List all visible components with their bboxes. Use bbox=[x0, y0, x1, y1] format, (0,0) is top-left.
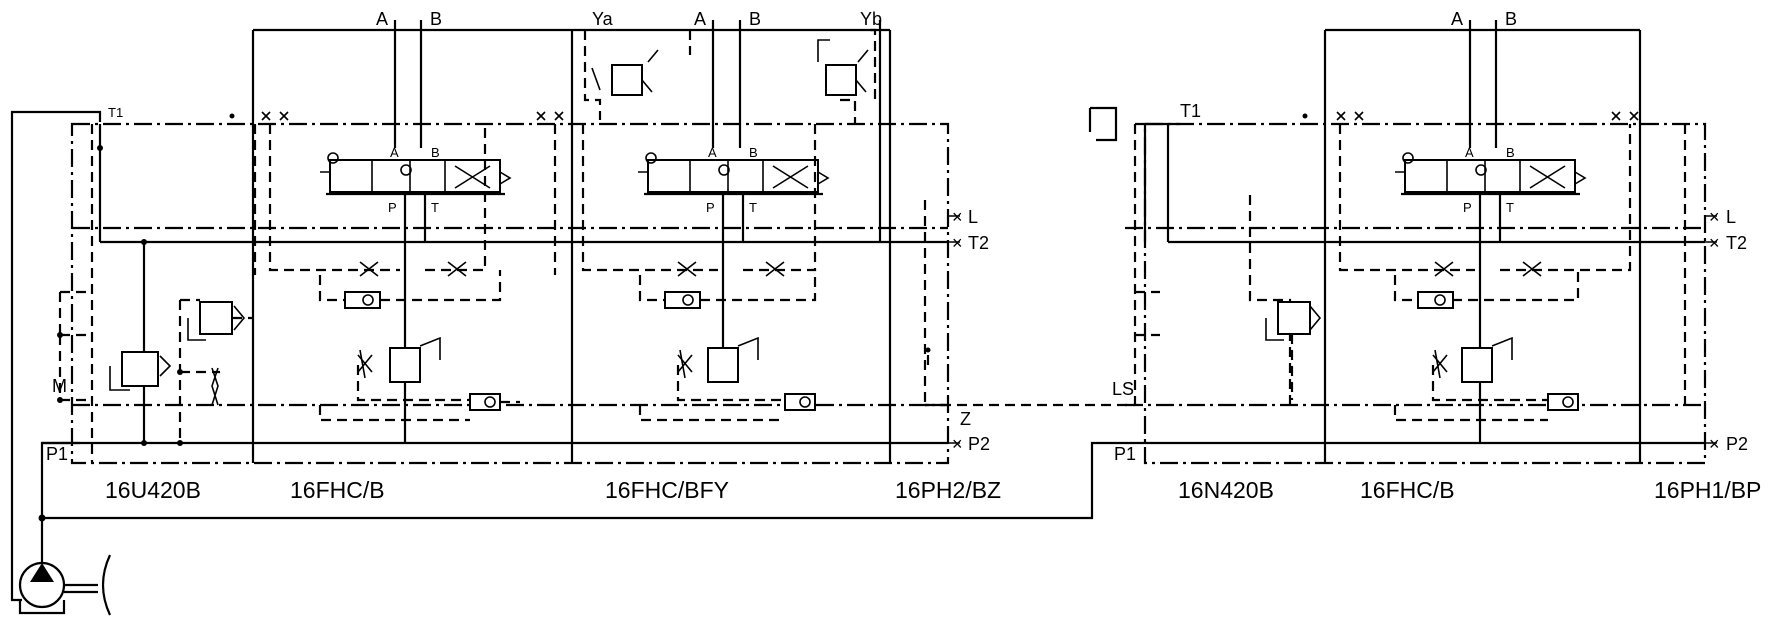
port-b-label-section-1: B bbox=[430, 9, 442, 29]
port-a-label-section-2: A bbox=[694, 9, 706, 29]
port-b-label-section-3: B bbox=[1505, 9, 1517, 29]
spool-p-label-section-2: P bbox=[706, 200, 715, 215]
spool-t-label-section-1: T bbox=[431, 200, 439, 215]
port-ls-label: LS bbox=[1112, 379, 1134, 399]
port-yb-label: Yb bbox=[860, 9, 882, 29]
tank-return-line-left bbox=[10, 110, 102, 602]
plug-mark-p2-left: × bbox=[952, 434, 963, 454]
spool-t-label-section-3: T bbox=[1506, 200, 1514, 215]
port-l-label-right: L bbox=[1726, 207, 1736, 227]
spool-b-label-section-3: B bbox=[1506, 145, 1515, 160]
plug-mark-t2-right: × bbox=[1709, 233, 1720, 253]
plug-marks-left bbox=[229, 111, 564, 121]
port-p1-label-left: P1 bbox=[46, 444, 68, 464]
spool-a-label-section-1: A bbox=[390, 145, 399, 160]
spool-b-label-section-1: B bbox=[431, 145, 440, 160]
module-label-16ph1-bp: 16PH1/BP bbox=[1654, 477, 1761, 503]
port-t1-label-left: T1 bbox=[108, 105, 123, 120]
spool-a-label-section-2: A bbox=[708, 145, 717, 160]
pump-symbol bbox=[18, 554, 111, 616]
module-label-16u420b: 16U420B bbox=[105, 477, 201, 503]
port-p1-label-right: P1 bbox=[1114, 444, 1136, 464]
module-label-16fhc-bfy: 16FHC/BFY bbox=[605, 477, 729, 503]
spool-a-label-section-3: A bbox=[1465, 145, 1474, 160]
port-t2-label-right: T2 bbox=[1726, 233, 1747, 253]
port-p2-label-left: P2 bbox=[968, 434, 990, 454]
port-ya-label: Ya bbox=[592, 9, 614, 29]
module-label-16ph2-bz: 16PH2/BZ bbox=[895, 477, 1001, 503]
port-a-label-section-3: A bbox=[1451, 9, 1463, 29]
spool-b-label-section-2: B bbox=[749, 145, 758, 160]
plug-mark-l-right: × bbox=[1709, 207, 1720, 227]
plug-marks-right bbox=[1302, 111, 1639, 121]
module-label-16fhc-b-left: 16FHC/B bbox=[290, 477, 385, 503]
port-t2-label-left: T2 bbox=[968, 233, 989, 253]
right-valve-block bbox=[1088, 20, 1717, 465]
port-a-label-section-1: A bbox=[376, 9, 388, 29]
pump-to-right-inlet-line bbox=[42, 441, 1145, 520]
port-t1-label-right: T1 bbox=[1180, 101, 1201, 121]
plug-mark-t2-left: × bbox=[952, 233, 963, 253]
port-z-label: Z bbox=[960, 409, 971, 429]
port-p2-label-right: P2 bbox=[1726, 434, 1748, 454]
spool-t-label-section-2: T bbox=[749, 200, 757, 215]
left-valve-block bbox=[42, 20, 960, 465]
module-label-16n420b: 16N420B bbox=[1178, 477, 1274, 503]
port-b-label-section-2: B bbox=[749, 9, 761, 29]
module-label-16fhc-b-right: 16FHC/B bbox=[1360, 477, 1455, 503]
plug-mark-p2-right: × bbox=[1709, 434, 1720, 454]
port-l-label-left: L bbox=[968, 207, 978, 227]
port-m-label: M bbox=[52, 376, 67, 396]
spool-p-label-section-1: P bbox=[388, 200, 397, 215]
spool-p-label-section-3: P bbox=[1463, 200, 1472, 215]
plug-mark-l-left: × bbox=[952, 207, 963, 227]
